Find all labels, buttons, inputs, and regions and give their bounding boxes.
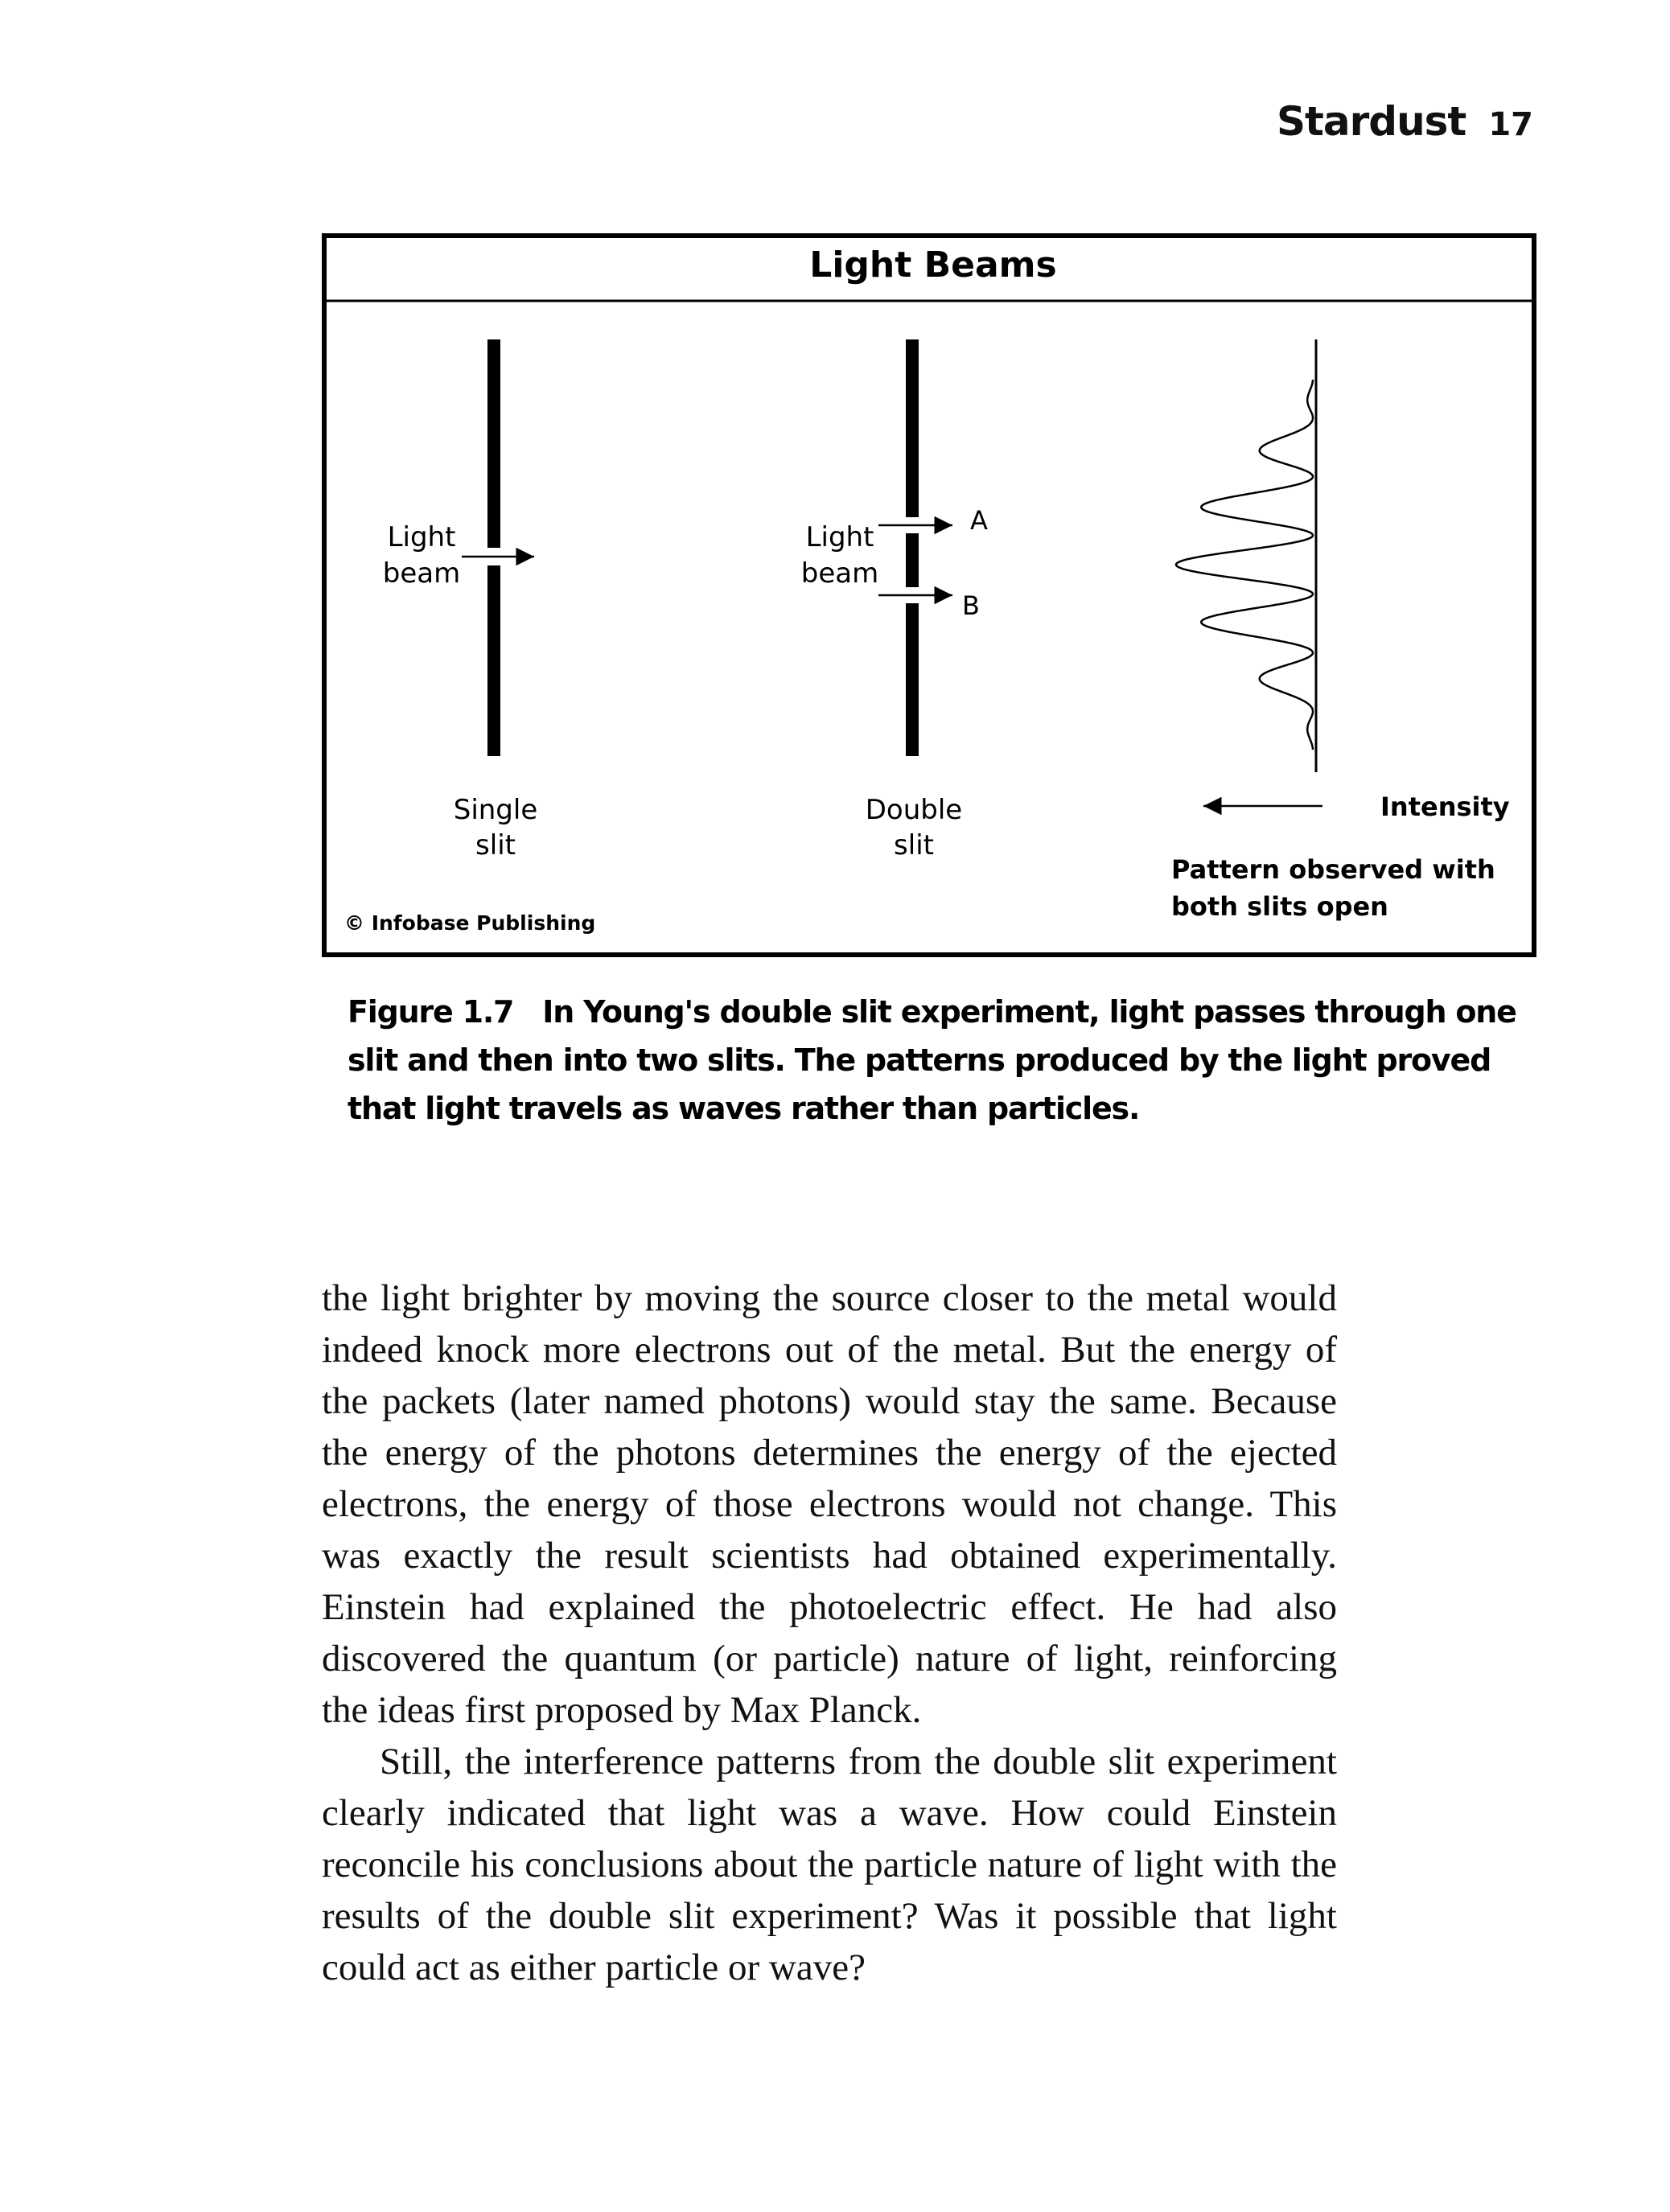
double-light-label-line1: Light bbox=[806, 521, 874, 553]
pattern-caption-line2: both slits open bbox=[1171, 891, 1388, 922]
interference-pattern-curve bbox=[1174, 380, 1314, 750]
slit-b-label: B bbox=[962, 590, 980, 621]
figure-number: Figure 1.7 bbox=[348, 994, 514, 1030]
figure-diagram: Light Beams Light beam Single slit Light… bbox=[327, 245, 1532, 935]
body-paragraph-2: Still, the interference patterns from th… bbox=[322, 1741, 1337, 1988]
double-slit-panel: Light beam A B Double slit bbox=[801, 339, 988, 861]
single-caption-line1: Single bbox=[454, 794, 538, 826]
intensity-label: Intensity bbox=[1380, 791, 1510, 822]
single-light-label-line1: Light bbox=[388, 521, 456, 553]
double-caption-line2: slit bbox=[894, 829, 934, 861]
slit-a-label: A bbox=[970, 505, 988, 536]
running-head-title: Stardust bbox=[1276, 98, 1466, 145]
running-head: Stardust 17 bbox=[1277, 98, 1533, 145]
pattern-caption-line1: Pattern observed with bbox=[1171, 854, 1495, 885]
double-light-label-line2: beam bbox=[801, 557, 878, 590]
figure-caption-text: In Young's double slit experiment, light… bbox=[348, 994, 1517, 1126]
double-caption-line1: Double bbox=[866, 794, 962, 826]
copyright-credit: © Infobase Publishing bbox=[344, 911, 595, 935]
pattern-panel: Intensity Pattern observed with both sli… bbox=[1171, 339, 1510, 922]
single-light-label-line2: beam bbox=[383, 557, 460, 590]
figure-light-beams: Light Beams Light beam Single slit Light… bbox=[322, 233, 1536, 957]
body-paragraph-1: the light brighter by moving the source … bbox=[322, 1277, 1337, 1731]
figure-title: Light Beams bbox=[809, 245, 1056, 286]
body-text: the light brighter by moving the source … bbox=[322, 1273, 1337, 1993]
single-caption-line2: slit bbox=[475, 829, 516, 861]
page-number: 17 bbox=[1488, 106, 1533, 143]
double-slit-barrier bbox=[906, 339, 919, 756]
single-slit-panel: Light beam Single slit bbox=[383, 339, 538, 861]
